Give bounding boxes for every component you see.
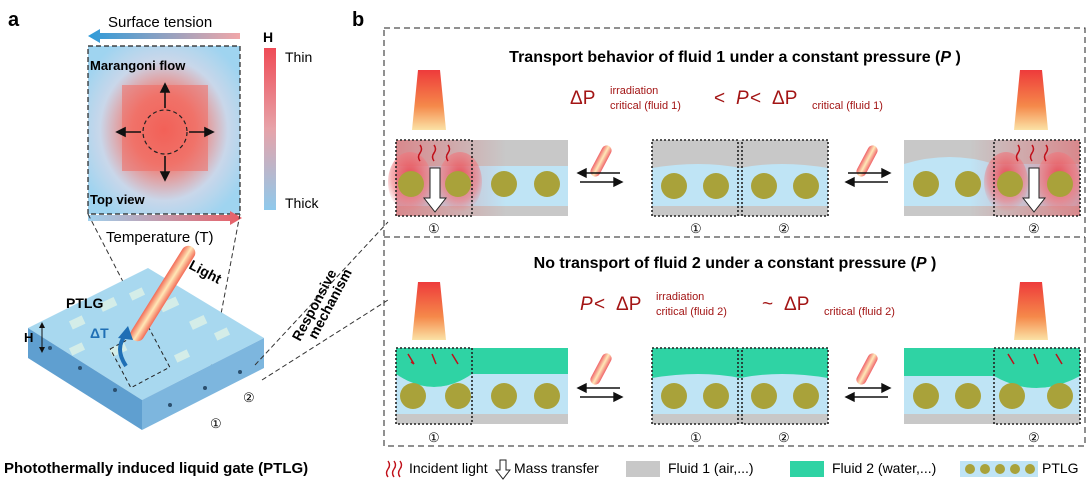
svg-text:irradiation: irradiation (656, 291, 704, 303)
svg-text:<: < (714, 88, 725, 109)
pore-1-bm: ① (690, 430, 702, 445)
beam-top-2 (856, 145, 878, 177)
mechanism-line-top (254, 221, 389, 366)
light-spot-circle (142, 109, 188, 155)
fluid2-swatch (790, 461, 824, 477)
ptlg-label: PTLG (66, 295, 103, 311)
light-beam (130, 245, 196, 342)
legend-incident: Incident light (409, 460, 488, 476)
svg-text:<: < (594, 294, 605, 315)
lamp-bottom-left (412, 282, 446, 340)
legend-fluid2: Fluid 2 (water,...) (832, 460, 936, 476)
h-label: H (24, 330, 33, 345)
legend-ptlg-full: Photothermally induced liquid gate (PTLG… (4, 460, 308, 477)
light-label: Light (187, 257, 225, 287)
ptlg-3d-block (28, 268, 264, 430)
pore-2-bm: ② (778, 430, 790, 445)
top-view-frame (87, 45, 241, 215)
channel-bottom-middle (651, 347, 829, 425)
surface-tension-label: Surface tension (108, 14, 212, 31)
colorbar-thin: Thin (285, 49, 312, 65)
pore-2-tr: ② (1028, 221, 1040, 236)
top-row-title: Transport behavior of fluid 1 under a co… (509, 49, 961, 66)
switch-arrows-top-1 (576, 167, 624, 188)
switch-arrows-bottom-1 (576, 382, 624, 403)
h-bracket-bottom (39, 347, 45, 353)
equation-fluid-1: ΔP irradiation critical (fluid 1) < P < … (570, 85, 883, 112)
legend-fluid1: Fluid 1 (air,...) (668, 460, 754, 476)
fluid1-swatch (626, 461, 660, 477)
thickness-colorbar (264, 48, 276, 210)
svg-text:ΔP: ΔP (772, 88, 797, 109)
svg-text:ΔP: ΔP (570, 88, 595, 109)
mechanism-line-bottom (261, 299, 389, 381)
marangoni-label: Marangoni flow (90, 58, 186, 73)
panel-b-label: b (352, 9, 364, 31)
svg-text:<: < (750, 88, 761, 109)
svg-text:P: P (580, 294, 593, 315)
svg-text:critical (fluid 2): critical (fluid 2) (656, 306, 727, 318)
h-bracket-top (39, 322, 45, 328)
svg-text:P: P (736, 88, 749, 109)
svg-text:critical (fluid 1): critical (fluid 1) (610, 100, 681, 112)
pore-1-bl: ① (428, 430, 440, 445)
pore-2-label-a: ② (243, 390, 255, 405)
legend-mass: Mass transfer (514, 460, 599, 476)
mass-transfer-icon (494, 459, 512, 480)
pore-1-tm: ① (690, 221, 702, 236)
lamp-top-right (1014, 70, 1048, 130)
marangoni-arrows (115, 82, 215, 182)
delta-t-label: ΔT (90, 325, 109, 341)
channel-top-right (904, 139, 1081, 217)
ptlg-swatch (960, 461, 1038, 477)
projection-line-right (209, 213, 241, 373)
beam-top-1 (590, 145, 612, 177)
bottom-row-title: No transport of fluid 2 under a constant… (534, 255, 937, 272)
colorbar-title: H (263, 29, 273, 45)
beam-bottom-2 (856, 353, 878, 385)
svg-text:irradiation: irradiation (610, 85, 658, 97)
svg-text:~: ~ (762, 294, 773, 315)
svg-text:ΔP: ΔP (616, 294, 641, 315)
pore-2-br: ② (1028, 430, 1040, 445)
switch-arrows-top-2 (844, 167, 892, 188)
channel-top-left (388, 139, 568, 217)
pore-1-label-a: ① (210, 416, 222, 431)
legend-ptlg: PTLG (1042, 460, 1079, 476)
svg-text:critical (fluid 2): critical (fluid 2) (824, 306, 895, 318)
channel-top-middle (651, 139, 829, 217)
switch-arrows-bottom-2 (844, 382, 892, 403)
svg-text:critical (fluid 1): critical (fluid 1) (812, 100, 883, 112)
channel-bottom-left (395, 347, 568, 425)
svg-text:ΔP: ΔP (784, 294, 809, 315)
pore-1-tl: ① (428, 221, 440, 236)
lamp-top-left (412, 70, 446, 130)
beam-bottom-1 (590, 353, 612, 385)
panel-a-label: a (8, 9, 20, 31)
incident-light-icon (385, 460, 403, 478)
equation-fluid-2: P < ΔP irradiation critical (fluid 2) ~ … (580, 291, 895, 318)
temperature-label: Temperature (T) (106, 229, 214, 246)
channel-bottom-right (904, 347, 1081, 425)
surface-tension-arrow (88, 29, 240, 43)
lamp-bottom-right (1014, 282, 1048, 340)
temperature-arrow (88, 211, 242, 225)
heat-up-arrow-head (118, 326, 133, 340)
colorbar-thick: Thick (285, 195, 319, 211)
pore-2-tm: ② (778, 221, 790, 236)
top-view-label: Top view (90, 192, 146, 207)
